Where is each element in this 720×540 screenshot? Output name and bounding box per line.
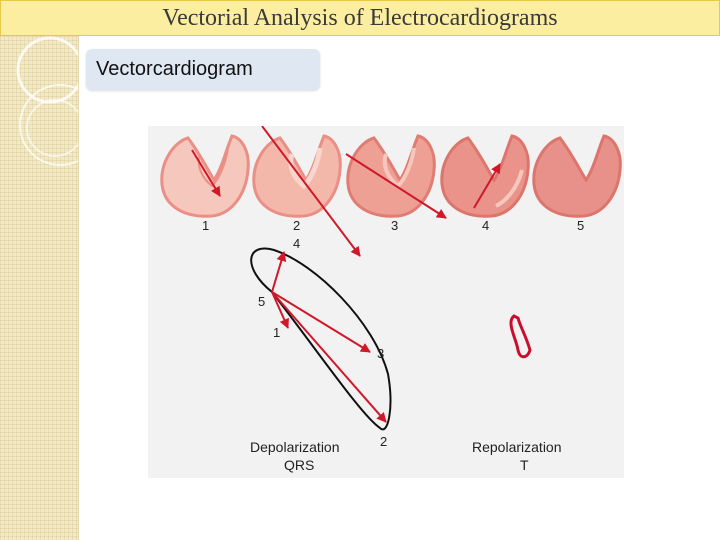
loop-label-1: 1 [273, 325, 280, 340]
decorative-sidebar [0, 0, 101, 540]
heart-vector-3 [345, 153, 447, 219]
slide-title: Vectorial Analysis of Electrocardiograms [162, 5, 558, 31]
heart-stage-4 [440, 134, 530, 218]
loop-label-4: 4 [293, 236, 300, 251]
subtitle-box: Vectorcardiogram [86, 49, 320, 90]
loop-vector-1 [271, 291, 289, 329]
slide-subtitle: Vectorcardiogram [96, 58, 253, 80]
heart-stage-1 [160, 134, 250, 218]
loop-label-5: 5 [258, 294, 265, 309]
qrs-loop [250, 247, 392, 431]
heart-vector-1 [191, 149, 221, 197]
heart-label-1: 1 [202, 218, 209, 233]
loop-label-2: 2 [380, 434, 387, 449]
heart-label-2: 2 [293, 218, 300, 233]
t-loop [509, 314, 532, 359]
vectorcardiogram-svg: 1 2 3 4 5 4 5 1 3 2 Depolarization QRS R… [160, 126, 622, 473]
heart-stage-2 [252, 134, 342, 218]
heart-label-3: 3 [391, 218, 398, 233]
vectorcardiogram-figure: 1 2 3 4 5 4 5 1 3 2 Depolarization QRS R… [148, 126, 624, 478]
qrs-caption: QRS [284, 457, 314, 473]
heart-label-5: 5 [577, 218, 584, 233]
depolarization-caption: Depolarization [250, 439, 340, 455]
heart-vector-4 [473, 163, 501, 209]
loop-vector-4 [271, 251, 287, 293]
loop-vector-3 [271, 291, 371, 353]
title-bar [0, 0, 720, 36]
loop-vector-2 [271, 291, 387, 423]
t-caption: T [520, 457, 529, 473]
heart-stage-3 [346, 134, 436, 218]
repolarization-caption: Repolarization [472, 439, 562, 455]
heart-vector-2 [261, 126, 361, 257]
heart-stage-5 [532, 134, 622, 218]
heart-label-4: 4 [482, 218, 489, 233]
loop-label-3: 3 [377, 346, 384, 361]
